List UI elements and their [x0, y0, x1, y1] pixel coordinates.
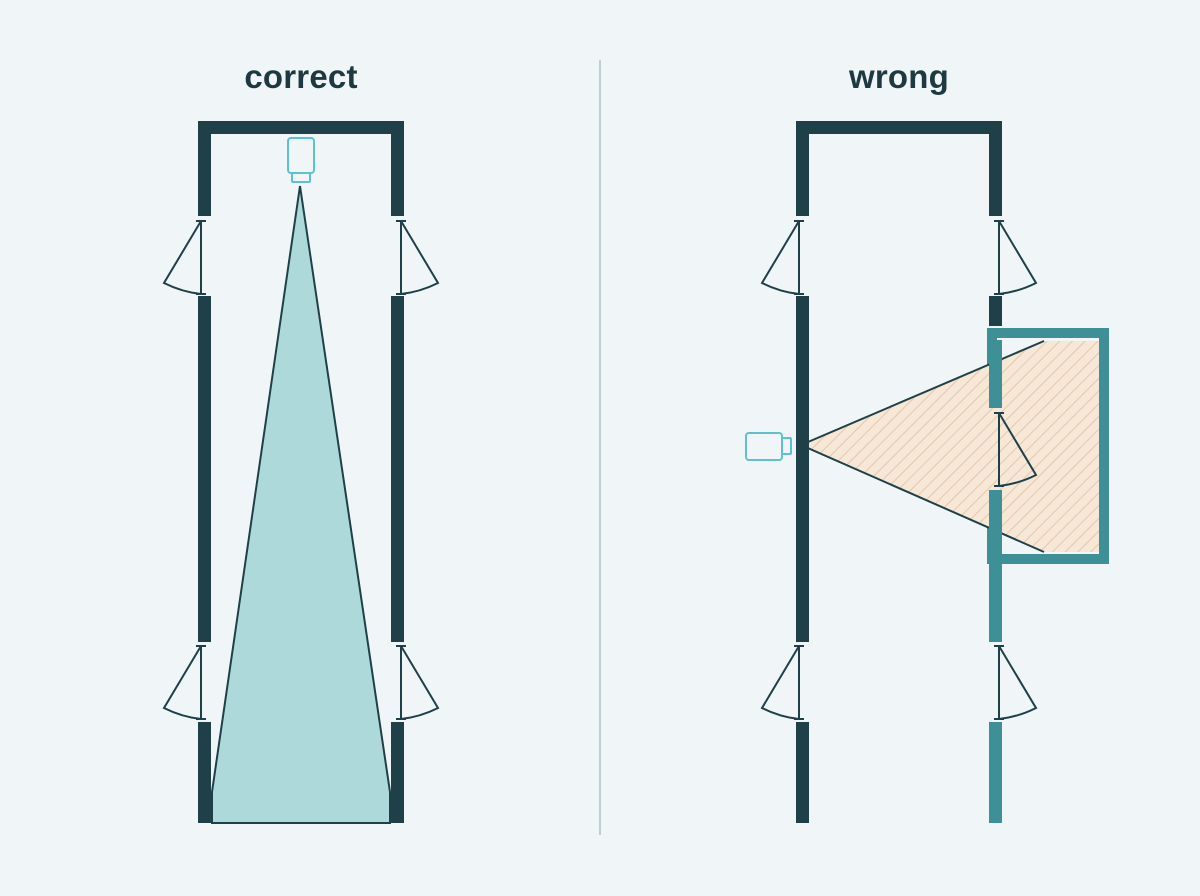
- door-swing-icon: [760, 220, 804, 295]
- camera-icon: [287, 137, 315, 183]
- field-of-view-wrong: [801, 341, 1099, 552]
- door-swing-icon: [994, 645, 1038, 720]
- door-swing-icon: [994, 412, 1038, 487]
- camera-icon: [745, 432, 792, 461]
- door-swing-icon: [396, 645, 440, 720]
- corridor-walls-wrong: [796, 121, 1002, 823]
- door-swing-icon: [994, 220, 1038, 295]
- door-swing-icon: [760, 645, 804, 720]
- door-swing-icon: [162, 220, 206, 295]
- panel-title-wrong: wrong: [849, 58, 949, 95]
- door-swing-icon: [162, 645, 206, 720]
- panel-title-correct: correct: [244, 58, 358, 95]
- door-swing-icon: [396, 220, 440, 295]
- corridor-correct: [162, 121, 440, 824]
- corridor-wrong: [745, 121, 1109, 823]
- field-of-view-correct: [211, 185, 391, 824]
- corridor-walls-correct: [198, 121, 404, 823]
